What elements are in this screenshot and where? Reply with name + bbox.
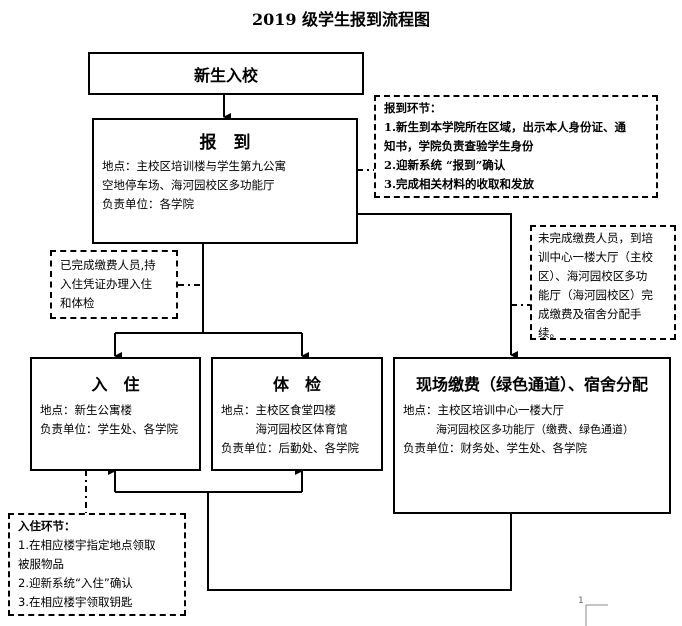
paid-note-box: 已完成缴费人员,持 入住凭证办理入住 和体检	[50, 250, 178, 319]
line-payment-to-join	[207, 492, 512, 591]
checkin-box: 报 到 地点：主校区培训楼与学生第九公寓 空地停车场、海河园校区多功能厅 负责单…	[92, 118, 358, 244]
checkin-note-line: 3.完成相关材料的收取和发放	[384, 177, 535, 191]
unpaid-note-line: 成缴费及宿舍分配手	[538, 307, 642, 321]
exam-heading: 体 检	[272, 375, 321, 394]
page-number: 1	[578, 596, 584, 606]
exam-location-2: 海河园校区体育馆	[221, 422, 348, 436]
dorm-note-line: 1.在相应楼宇指定地点领取	[18, 538, 156, 552]
paid-note-line: 已完成缴费人员,持	[60, 258, 156, 272]
page-title: 2019 级学生报到流程图	[251, 10, 431, 29]
payment-heading: 现场缴费（绿色通道）、宿舍分配	[415, 375, 648, 394]
checkin-owner: 负责单位：各学院	[102, 197, 194, 211]
paid-note-line: 入住凭证办理入住	[60, 277, 152, 291]
unpaid-note-line: 能厅（海河园校区）完	[538, 288, 653, 302]
unpaid-note-line: 区）、海河园校区多功	[538, 269, 648, 283]
payment-location-2: 海河园校区多功能厅（缴费、绿色通道）	[403, 423, 634, 436]
exam-location: 地点：主校区食堂四楼	[221, 403, 336, 417]
paid-note-line: 和体检	[60, 296, 95, 310]
checkin-note-line: 1.新生到本学院所在区域，出示本人身份证、通	[384, 120, 627, 134]
unpaid-note-line: 未完成缴费人员，到培	[538, 231, 653, 245]
unpaid-note-line: 训中心一楼大厅（主校	[538, 250, 653, 264]
start-box: 新生入校	[88, 52, 364, 95]
dorm-note-line: 3.在相应楼宇领取钥匙	[18, 595, 133, 609]
line-checkin-to-payment	[357, 213, 518, 359]
payment-owner: 负责单位：财务处、学生处、各学院	[403, 441, 587, 455]
exam-owner: 负责单位：后勤处、各学院	[221, 441, 359, 455]
checkin-heading: 报 到	[199, 133, 251, 153]
dorm-note-box: 入住环节： 1.在相应楼宇指定地点领取 被服物品 2.迎新系统“入住”确认 3.…	[8, 513, 186, 616]
dorm-heading: 入 住	[91, 375, 140, 394]
checkin-note-line: 2.迎新系统 “报到”确认	[384, 158, 506, 172]
checkin-note-line: 知书，学院负责查验学生身份	[384, 139, 534, 153]
exam-box: 体 检 地点：主校区食堂四楼 海河园校区体育馆 负责单位：后勤处、各学院	[211, 357, 383, 471]
checkin-note-box: 报到环节： 1.新生到本学院所在区域，出示本人身份证、通 知书，学院负责查验学生…	[374, 95, 658, 198]
dorm-note-line: 2.迎新系统“入住”确认	[18, 576, 133, 590]
checkin-location: 地点：主校区培训楼与学生第九公寓	[102, 159, 286, 173]
unpaid-note-box: 未完成缴费人员，到培 训中心一楼大厅（主校 区）、海河园校区多功 能厅（海河园校…	[530, 225, 676, 340]
dorm-owner: 负责单位：学生处、各学院	[40, 422, 178, 436]
payment-box: 现场缴费（绿色通道）、宿舍分配 地点：主校区培训中心一楼大厅 海河园校区多功能厅…	[393, 357, 671, 514]
dorm-box: 入 住 地点：新生公寓楼 负责单位：学生处、各学院	[30, 357, 201, 471]
checkin-note-heading: 报到环节：	[384, 101, 442, 115]
unpaid-note-line: 续。	[538, 326, 561, 340]
payment-location: 地点：主校区培训中心一楼大厅	[403, 403, 564, 417]
dorm-note-heading: 入住环节：	[18, 519, 76, 533]
checkin-location-2: 空地停车场、海河园校区多功能厅	[102, 178, 275, 192]
start-label: 新生入校	[193, 65, 258, 85]
dorm-note-line: 被服物品	[18, 557, 64, 571]
dorm-location: 地点：新生公寓楼	[40, 403, 132, 417]
